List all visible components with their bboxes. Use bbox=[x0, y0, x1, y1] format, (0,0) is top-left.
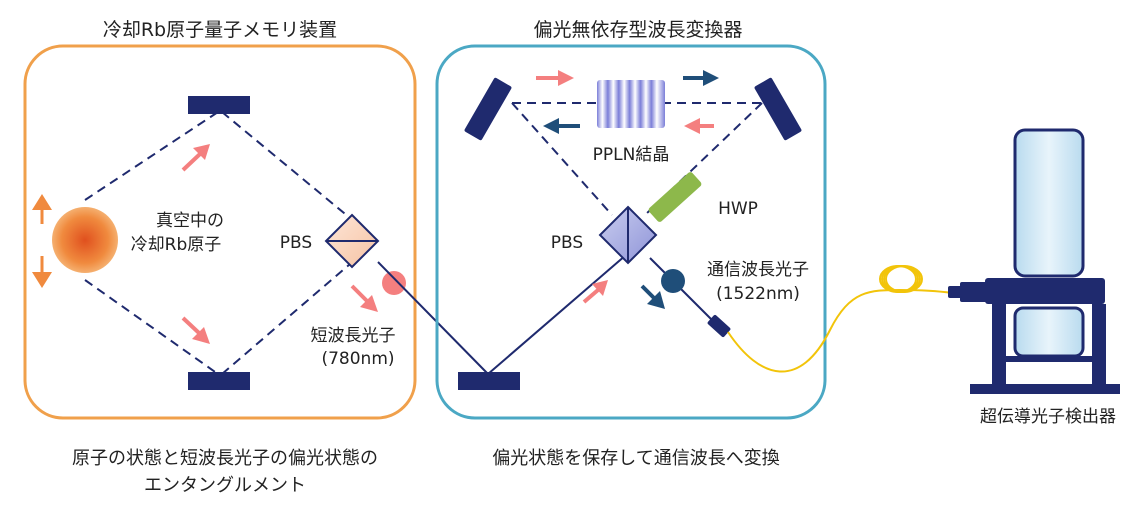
conversion-arrows bbox=[536, 70, 719, 134]
right-right-mirror bbox=[754, 77, 802, 141]
bottom-relay-mirror bbox=[458, 372, 520, 390]
short-wavelength-photon bbox=[382, 271, 406, 295]
left-photon-arrows bbox=[181, 144, 378, 344]
output-photon-arrow bbox=[640, 284, 665, 309]
right-pbs-cube bbox=[598, 205, 658, 265]
left-pbs-cube bbox=[324, 213, 380, 269]
fiber-coupler bbox=[707, 315, 731, 337]
right-pbs-label: PBS bbox=[551, 233, 583, 253]
right-module-title: 偏光無依存型波長変換器 bbox=[533, 19, 742, 41]
left-beam-paths bbox=[84, 111, 351, 375]
input-photon-arrow bbox=[582, 280, 608, 304]
optical-fiber bbox=[727, 265, 953, 373]
ppln-crystal bbox=[597, 80, 665, 128]
left-caption-line1: 原子の状態と短波長光子の偏光状態の bbox=[72, 448, 378, 469]
left-pbs-label: PBS bbox=[280, 233, 312, 253]
superconducting-detector bbox=[948, 128, 1120, 394]
atom-label-line1: 真空中の bbox=[156, 211, 224, 231]
right-caption: 偏光状態を保存して通信波長へ変換 bbox=[492, 448, 779, 469]
telecom-wavelength-photon bbox=[661, 269, 685, 293]
atom-motion-arrows bbox=[32, 194, 52, 288]
connecting-beam bbox=[377, 254, 627, 375]
cold-atom-cloud bbox=[52, 207, 118, 273]
left-caption-line2: エンタングルメント bbox=[144, 475, 306, 496]
right-module-frame bbox=[435, 44, 827, 420]
left-bottom-mirror bbox=[188, 372, 250, 390]
atom-label-line2: 冷却Rb原子 bbox=[131, 235, 222, 255]
left-module-frame bbox=[23, 44, 417, 420]
right-left-mirror bbox=[464, 77, 512, 141]
left-module-title: 冷却Rb原子量子メモリ装置 bbox=[103, 19, 337, 41]
hwp-label: HWP bbox=[718, 199, 758, 219]
output-beam bbox=[649, 257, 719, 327]
telecom-photon-label-line2: (1522nm) bbox=[716, 284, 800, 304]
short-photon-label-line1: 短波長光子 bbox=[311, 326, 396, 346]
short-photon-label-line2: (780nm) bbox=[321, 349, 394, 369]
telecom-photon-label-line1: 通信波長光子 bbox=[707, 260, 809, 280]
left-top-mirror bbox=[188, 96, 250, 114]
detector-label: 超伝導光子検出器 bbox=[980, 407, 1116, 427]
crystal-label: PPLN結晶 bbox=[593, 145, 670, 165]
half-wave-plate bbox=[648, 172, 702, 222]
